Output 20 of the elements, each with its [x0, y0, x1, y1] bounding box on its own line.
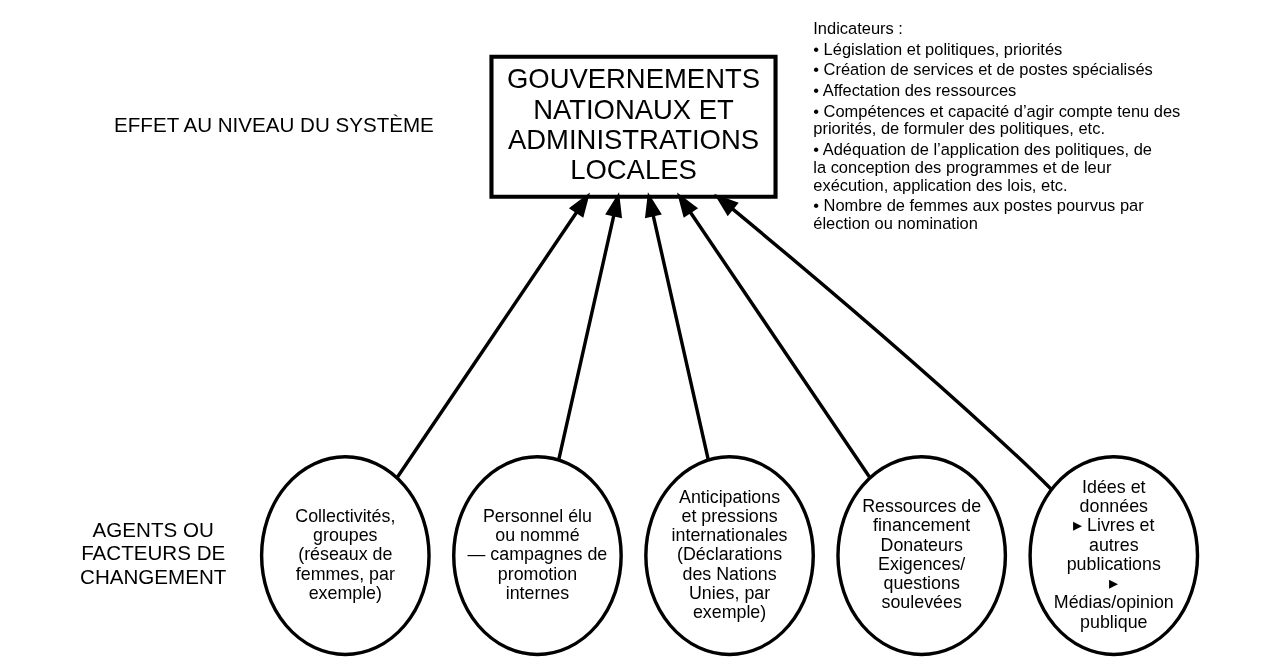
node-ellipse: Personnel élu ou nommé — campagnes de promotion internes — [452, 455, 623, 657]
label: Indicateurs : — [813, 19, 903, 38]
label: • Nombre de femmes aux postes pourvus par élection ou nomination — [813, 196, 1144, 233]
node-ellipse: Collectivités, groupes (réseaux de femmes, par exemple) — [259, 455, 431, 657]
label: • Affectation des ressources — [813, 81, 1017, 100]
node-ellipse: Idées et données ▸ Livres et autres publications ▸ Médias/opinion publique — [1028, 455, 1200, 657]
arrow — [714, 193, 1053, 491]
node-ellipse: Anticipations et pressions internationales (Déclarations des Nations Unies, par exemple) — [644, 455, 815, 657]
label: AGENTS OU FACTEURS DE CHANGEMENT — [80, 518, 227, 588]
label: • Compétences et capacité d’agir compte tenu des priorités, de formuler des politiques, etc. — [813, 101, 1181, 138]
arrow — [557, 192, 623, 461]
label: • Législation et politiques, priorités — [813, 39, 1063, 58]
node-box: GOUVERNEMENTS NATIONAUX ET ADMINISTRATIONS LOCALES — [489, 54, 778, 199]
label: • Création de services et de postes spécialisés — [813, 60, 1153, 79]
label: EFFET AU NIVEAU DU SYSTÈME — [114, 112, 434, 136]
arrow — [395, 192, 590, 479]
label: • Adéquation de l’application des politiques, de la conception des programmes et de leur exécution, application des lois, etc. — [813, 140, 1152, 194]
node-ellipse: Ressources de financement Donateurs Exigences/ questions soulevées — [836, 455, 1008, 657]
arrow — [644, 192, 710, 461]
arrow — [677, 192, 872, 479]
